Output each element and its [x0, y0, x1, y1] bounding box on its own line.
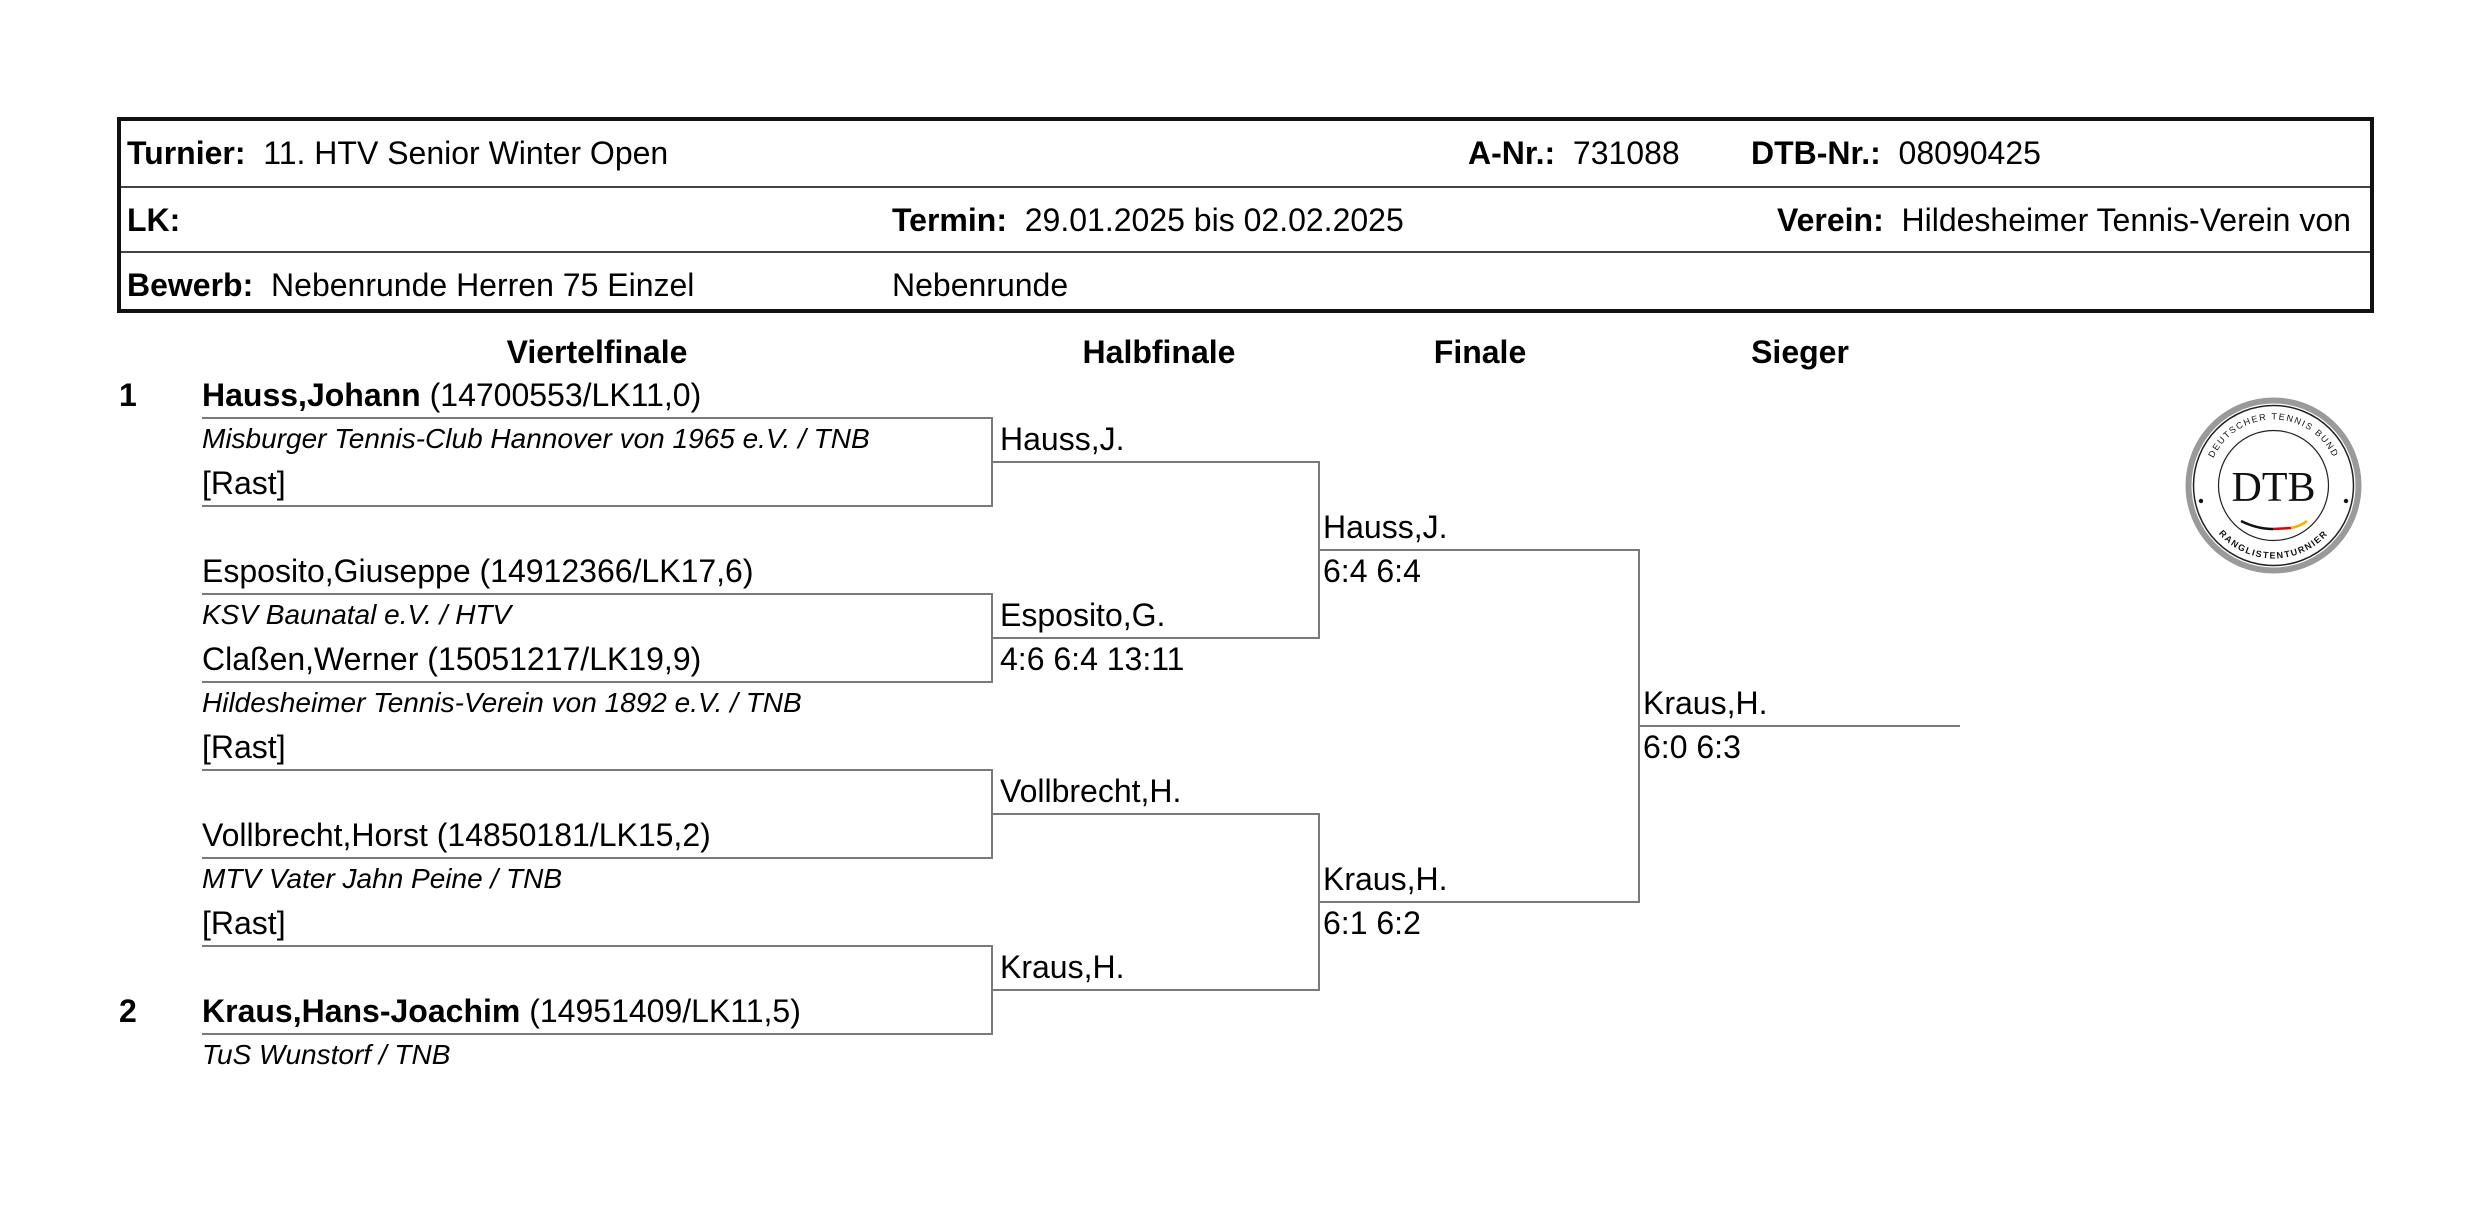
player-entry: Hauss,Johann (14700553/LK11,0)	[202, 377, 702, 413]
player-entry: Vollbrecht,Horst (14850181/LK15,2)	[202, 817, 711, 853]
bracket-line	[202, 769, 993, 771]
player-club: Hildesheimer Tennis-Verein von 1892 e.V.…	[202, 687, 802, 718]
logo-letters: DTB	[2232, 465, 2316, 511]
round-header-quarterfinal: Viertelfinale	[506, 334, 688, 370]
tournament-winner: Kraus,H.	[1643, 685, 1768, 721]
final-score: 6:0 6:3	[1643, 729, 1741, 765]
seed-number: 2	[119, 993, 137, 1029]
player-entry: Esposito,Giuseppe (14912366/LK17,6)	[202, 553, 754, 589]
bewerb-label: Bewerb:	[127, 267, 254, 303]
player-club: MTV Vater Jahn Peine / TNB	[202, 863, 562, 894]
bracket-line	[202, 417, 993, 419]
bracket-line	[1318, 901, 1640, 903]
player-club: Misburger Tennis-Club Hannover von 1965 …	[202, 423, 870, 454]
bracket-line	[202, 945, 993, 947]
qf-winner: Esposito,G.	[1000, 597, 1166, 633]
verein-value: Hildesheimer Tennis-Verein von	[1901, 202, 2351, 238]
sf-score: 6:4 6:4	[1323, 553, 1421, 589]
turnier-label: Turnier:	[127, 135, 246, 171]
bye-entry: [Rast]	[202, 465, 286, 501]
anr-value: 731088	[1572, 135, 1680, 171]
verein-label: Verein:	[1777, 202, 1884, 238]
player-club: TuS Wunstorf / TNB	[202, 1039, 451, 1070]
bracket-line	[991, 813, 1320, 815]
player-entry: Kraus,Hans-Joachim (14951409/LK11,5)	[202, 993, 801, 1029]
player-entry: Claßen,Werner (15051217/LK19,9)	[202, 641, 702, 677]
bracket-line	[1638, 725, 1960, 727]
termin-label: Termin:	[892, 202, 1007, 238]
round-header-semifinal: Halbfinale	[1082, 334, 1236, 370]
round-header-winner: Sieger	[1751, 334, 1849, 370]
bracket-line	[202, 857, 993, 859]
dtbnr-label: DTB-Nr.:	[1751, 135, 1881, 171]
round-header-final: Finale	[1433, 334, 1527, 370]
player-club: KSV Baunatal e.V. / HTV	[202, 599, 512, 630]
bracket-line	[202, 1033, 993, 1035]
dtb-logo-icon: DEUTSCHER TENNIS BUND RANGLISTENTURNIER …	[2185, 397, 2362, 574]
dtbnr-value: 08090425	[1898, 135, 2041, 171]
header-row-event: Bewerb: Nebenrunde Herren 75 Einzel Nebe…	[121, 251, 2370, 309]
turnier-value: 11. HTV Senior Winter Open	[263, 135, 669, 171]
bracket-line	[991, 637, 1320, 639]
qf-winner: Hauss,J.	[1000, 421, 1125, 457]
bracket-line	[991, 461, 1320, 463]
seed-number: 1	[119, 377, 137, 413]
bracket-line	[1318, 549, 1640, 551]
bracket-line	[202, 505, 993, 507]
lk-label: LK:	[127, 202, 181, 238]
bracket-line	[202, 681, 993, 683]
bewerb-value: Nebenrunde Herren 75 Einzel	[271, 267, 695, 303]
bye-entry: [Rast]	[202, 729, 286, 765]
bracket-line	[991, 989, 1320, 991]
runde-value: Nebenrunde	[892, 267, 1069, 303]
bye-entry: [Rast]	[202, 905, 286, 941]
sf-winner: Kraus,H.	[1323, 861, 1448, 897]
sf-score: 6:1 6:2	[1323, 905, 1421, 941]
anr-label: A-Nr.:	[1468, 135, 1556, 171]
qf-winner: Vollbrecht,H.	[1000, 773, 1182, 809]
bracket-line	[202, 593, 993, 595]
termin-value: 29.01.2025 bis 02.02.2025	[1024, 202, 1404, 238]
header-row-tournament: Turnier: 11. HTV Senior Winter Open A-Nr…	[121, 121, 2370, 185]
tournament-header: Turnier: 11. HTV Senior Winter Open A-Nr…	[117, 117, 2374, 313]
qf-score: 4:6 6:4 13:11	[1000, 641, 1185, 677]
sf-winner: Hauss,J.	[1323, 509, 1448, 545]
qf-winner: Kraus,H.	[1000, 949, 1125, 985]
header-row-dates: LK: Termin: 29.01.2025 bis 02.02.2025 Ve…	[121, 186, 2370, 252]
